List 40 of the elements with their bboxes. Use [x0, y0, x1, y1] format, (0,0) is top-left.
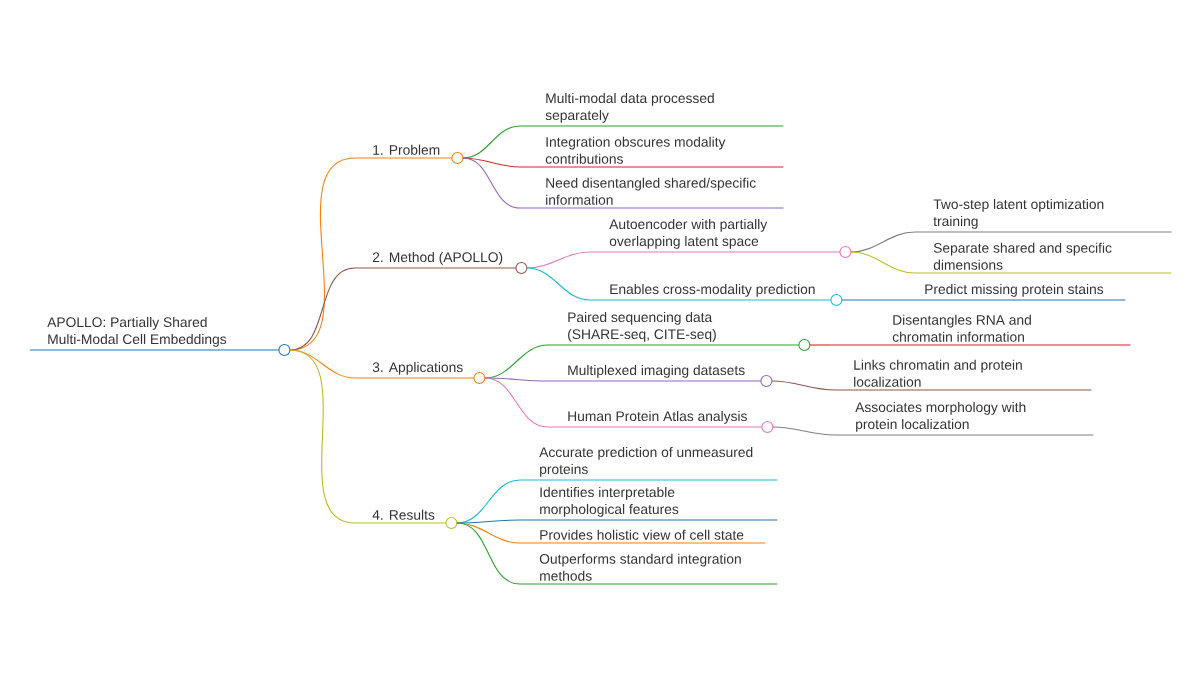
underlined-topic: 1. Problem [354, 144, 453, 159]
underlined-topic: Two-step latent optimization training [914, 198, 1172, 233]
branch-line [289, 349, 356, 524]
underlined-topic: Associates morphology with protein localization [834, 401, 1094, 436]
branch-line [772, 426, 836, 436]
branch-line [484, 377, 549, 382]
branch-line [771, 380, 836, 391]
underlined-topic: Autoencoder with partially overlapping latent space [589, 218, 841, 253]
underlined-topic: Disentangles RNA and chromatin information [829, 314, 1131, 346]
underlined-topic: APOLLO: Partially Shared Multi-Modal Cell Embeddings [29, 316, 280, 351]
branch-line [850, 231, 916, 253]
underlined-topic: Separate shared and specific dimensions [914, 242, 1172, 274]
branch-line [289, 349, 356, 379]
branch-line [456, 522, 521, 585]
branch-line [526, 267, 591, 301]
branch-line [526, 251, 591, 269]
underlined-topic: Paired sequencing data (SHARE-seq, CITE-seq) [547, 311, 800, 346]
branch-line [456, 522, 521, 544]
underlined-topic: Provides holistic view of cell state [519, 529, 766, 544]
underlined-topic: 4. Results [354, 509, 447, 524]
underlined-topic: 2. Method (APOLLO) [354, 251, 517, 269]
branch-line [850, 251, 916, 274]
underlined-topic: Need disentangled shared/specific information [519, 177, 784, 209]
branch-line [462, 157, 521, 209]
underlined-topic: Accurate prediction of unmeasured proteins [519, 446, 778, 481]
underlined-topic: Integration obscures modality contributions [519, 136, 784, 168]
underlined-topic: Outperforms standard integration methods [519, 553, 778, 585]
underlined-topic: Predict missing protein stains [904, 283, 1126, 301]
underlined-topic: Enables cross-modality prediction [589, 283, 832, 301]
underlined-topic: Links chromatin and protein localization [834, 359, 1092, 391]
branch-line [484, 377, 549, 428]
branch-line [809, 344, 831, 346]
underlined-topic: Identifies interpretable morphological features [519, 486, 778, 521]
underlined-topic: Multi-modal data processed separately [519, 92, 784, 127]
branch-line [462, 157, 521, 168]
branch-line [841, 299, 906, 301]
underlined-topic: 3. Applications [354, 361, 475, 379]
underlined-topic: Multiplexed imaging datasets [547, 364, 762, 382]
branch-line [456, 519, 521, 524]
underlined-topic: Human Protein Atlas analysis [547, 410, 763, 428]
